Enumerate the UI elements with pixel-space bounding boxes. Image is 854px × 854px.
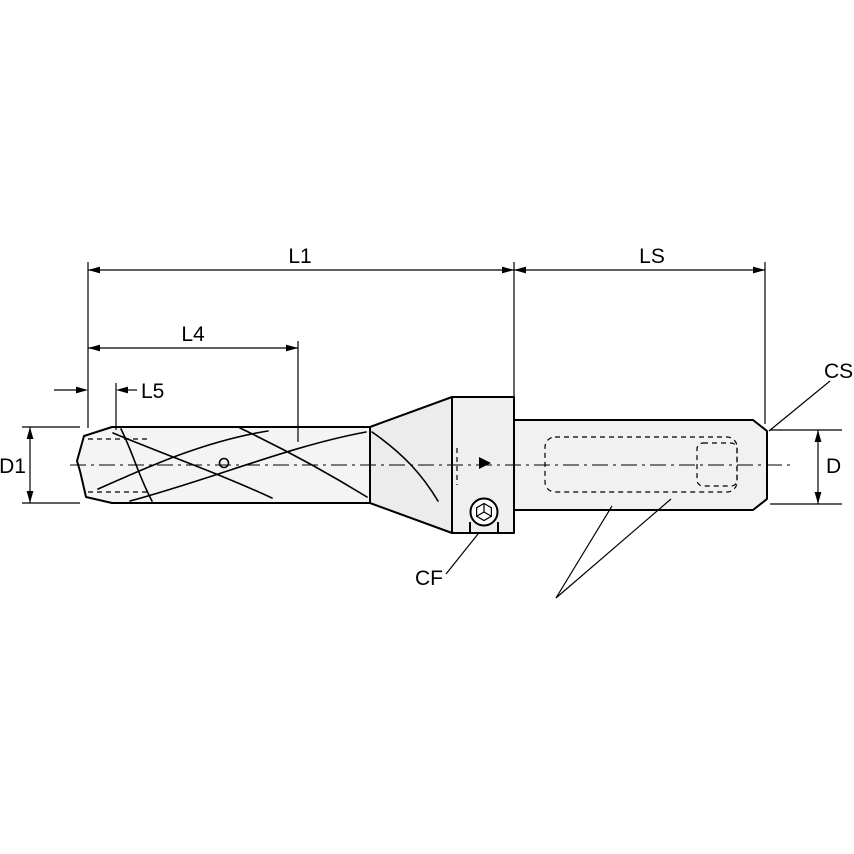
arrowhead: [88, 266, 100, 274]
dimension-l1: L1: [88, 245, 514, 274]
hex-socket: [476, 502, 492, 522]
arrowhead: [814, 430, 822, 442]
dimension-d: D: [814, 430, 841, 504]
cs-leader-line: [768, 380, 831, 432]
flute-edge: [97, 430, 269, 490]
label-l4: L4: [181, 323, 205, 346]
label-cs: CS: [824, 360, 853, 383]
arrowhead: [514, 266, 526, 274]
dimension-l4: L4: [88, 323, 298, 352]
dimension-l5: L5: [54, 380, 164, 403]
flute-edge: [129, 431, 367, 502]
dimension-d1: D1: [0, 427, 34, 503]
arrowhead: [116, 386, 128, 394]
arrowhead: [26, 491, 34, 503]
shank-flat-end-hidden: [696, 442, 738, 487]
extension-lines: [22, 262, 842, 505]
arrowhead: [814, 492, 822, 504]
label-l5: L5: [141, 380, 164, 403]
shank-flat-callout: [555, 498, 672, 599]
flute-edge: [239, 427, 368, 498]
coolant-hole: [218, 457, 230, 469]
arrowhead: [88, 344, 100, 352]
arrowhead: [26, 427, 34, 439]
flat-leader-line: [555, 505, 613, 599]
coolant-direction-marker: [479, 457, 491, 469]
label-l1: L1: [288, 245, 311, 268]
arrowhead: [76, 386, 88, 394]
label-d1: D1: [0, 455, 26, 478]
callout-cs: CS: [768, 360, 853, 432]
arrowhead: [502, 266, 514, 274]
label-cf: CF: [415, 567, 443, 590]
flat-leader-line: [555, 498, 672, 599]
label-d: D: [826, 455, 841, 478]
arrowhead: [753, 266, 765, 274]
callout-cf: CF: [415, 533, 479, 590]
cf-leader-line: [445, 533, 479, 575]
collar-features: [469, 457, 499, 533]
label-ls: LS: [639, 245, 665, 268]
dimension-ls: LS: [514, 245, 765, 274]
hex-socket-facet: [476, 511, 485, 517]
arrowhead: [286, 344, 298, 352]
hex-socket-facet: [483, 511, 492, 517]
